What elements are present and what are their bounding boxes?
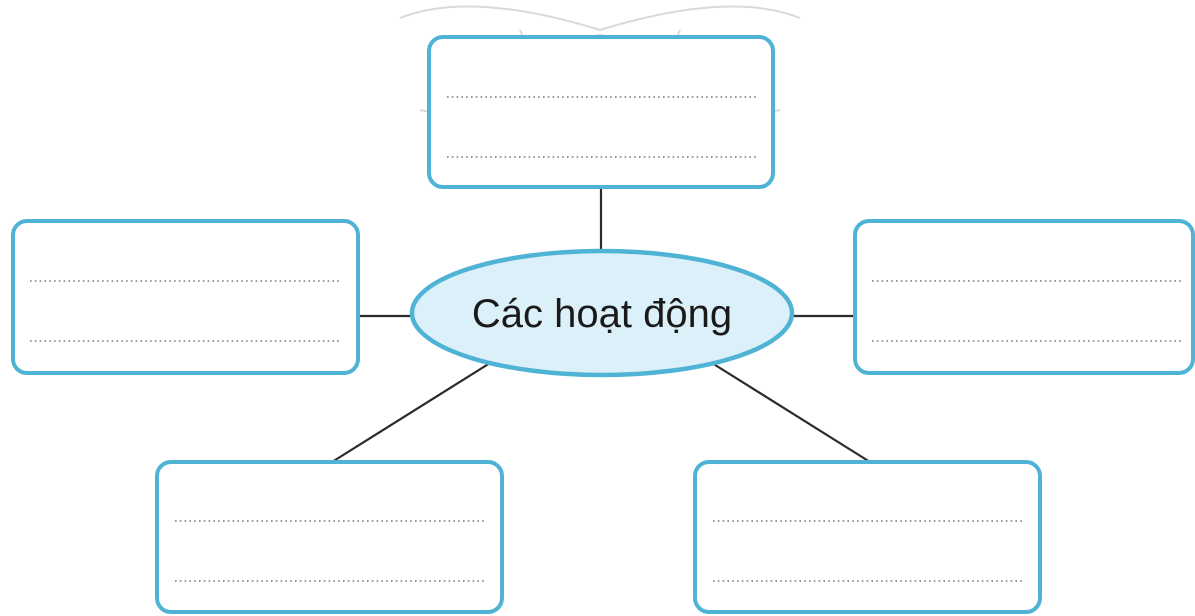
connector-bottom-left [331,362,491,463]
answer-box-bottom-right [693,460,1042,614]
connectors [331,187,871,463]
answer-box-top [427,35,775,189]
connector-bottom-right [711,362,871,463]
answer-box-bottom-left [155,460,504,614]
answer-box-left [11,219,360,375]
center-label: Các hoạt động [472,292,732,336]
center-node: Các hoạt động [409,248,795,378]
answer-box-right [853,219,1195,375]
center-oval [409,248,795,378]
